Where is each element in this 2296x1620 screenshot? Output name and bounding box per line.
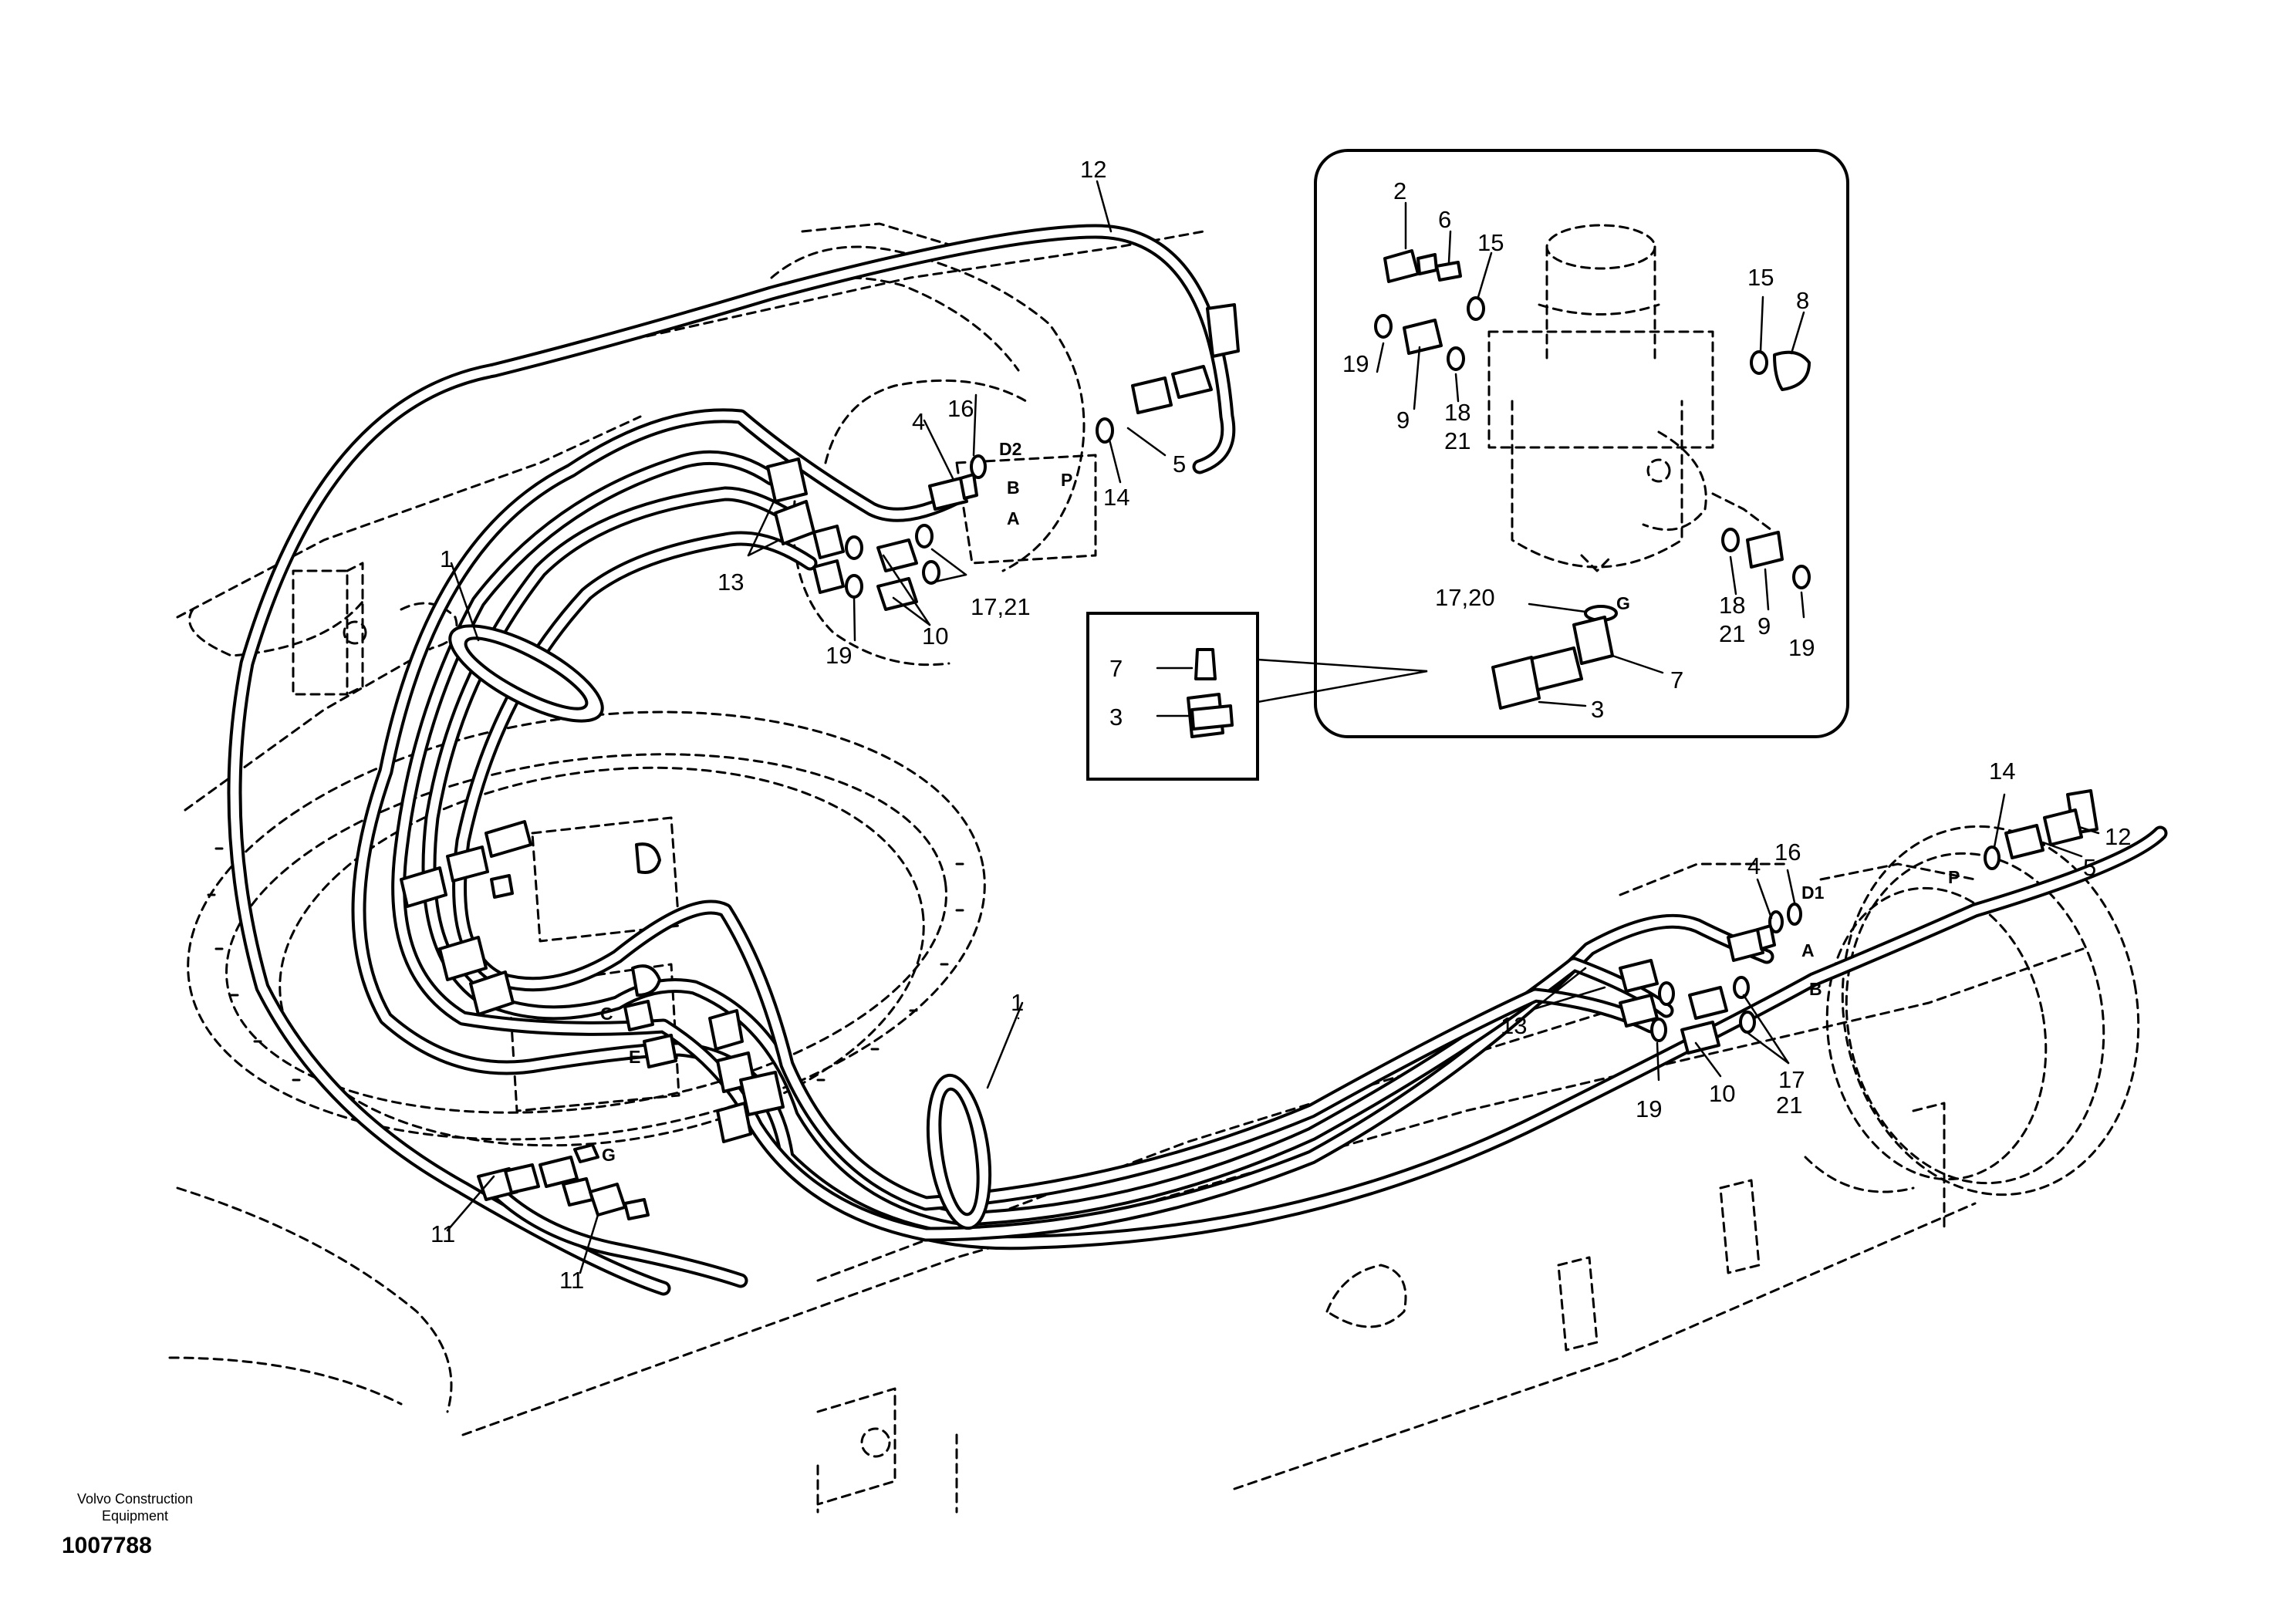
port-g-detail: G bbox=[1616, 593, 1630, 613]
callout-21-b: 21 bbox=[1719, 620, 1745, 647]
callout-16-right: 16 bbox=[1774, 839, 1801, 866]
callout-14-right: 14 bbox=[1989, 758, 2015, 785]
callout-7-detail: 7 bbox=[1670, 667, 1683, 694]
callout-9-a: 9 bbox=[1396, 407, 1410, 434]
callout-19-b: 19 bbox=[1788, 634, 1815, 661]
callout-12-top: 12 bbox=[1080, 156, 1106, 183]
callout-6: 6 bbox=[1438, 206, 1451, 233]
callout-12-right: 12 bbox=[2105, 823, 2131, 850]
callout-7-inset: 7 bbox=[1109, 655, 1123, 682]
port-b-left: B bbox=[1007, 478, 1020, 498]
callout-10-right: 10 bbox=[1709, 1080, 1735, 1107]
callout-2: 2 bbox=[1393, 177, 1406, 204]
document-number: 1007788 bbox=[62, 1533, 152, 1558]
callout-13-right: 13 bbox=[1501, 1012, 1527, 1039]
callout-17-20: 17,20 bbox=[1435, 584, 1495, 611]
callout-17-21-left: 17,21 bbox=[971, 593, 1031, 620]
publisher-line-1: Volvo Construction bbox=[76, 1491, 194, 1507]
hose-bundle bbox=[227, 224, 2168, 1296]
port-d1: D1 bbox=[1801, 883, 1825, 903]
callout-15-b: 15 bbox=[1747, 264, 1774, 291]
port-labels: D2 B P A D1 P A B C E G G bbox=[600, 439, 1960, 1165]
callout-21-a: 21 bbox=[1444, 427, 1470, 454]
publisher-line-2: Equipment bbox=[101, 1508, 169, 1524]
port-d2: D2 bbox=[999, 439, 1021, 459]
callout-19-right: 19 bbox=[1636, 1095, 1662, 1122]
callout-19-left: 19 bbox=[826, 642, 852, 669]
callout-21-right: 21 bbox=[1776, 1092, 1802, 1119]
callout-19-a: 19 bbox=[1342, 350, 1369, 377]
callout-18-a: 18 bbox=[1444, 399, 1470, 426]
callout-1-left: 1 bbox=[440, 545, 453, 572]
callout-13-left: 13 bbox=[718, 569, 744, 596]
leader-lines bbox=[446, 180, 2100, 1274]
callout-4-left: 4 bbox=[912, 408, 925, 435]
port-g-center: G bbox=[602, 1145, 616, 1165]
callout-8: 8 bbox=[1796, 287, 1809, 314]
callout-17-right: 17 bbox=[1778, 1066, 1805, 1093]
callout-3-inset: 3 bbox=[1109, 704, 1123, 731]
publisher-name: Volvo Construction Equipment bbox=[31, 1490, 239, 1524]
callout-9-b: 9 bbox=[1757, 613, 1771, 640]
callout-14-left: 14 bbox=[1103, 484, 1129, 511]
callout-5-left: 5 bbox=[1173, 451, 1186, 478]
callout-11-b: 11 bbox=[559, 1267, 584, 1294]
port-e-center: E bbox=[629, 1047, 640, 1067]
port-b-right: B bbox=[1809, 979, 1822, 999]
port-p-left: P bbox=[1061, 470, 1072, 490]
callout-labels: 12 16 4 5 14 13 17,21 10 19 1 1 11 11 13… bbox=[430, 156, 2131, 1294]
callout-10-left: 10 bbox=[922, 623, 948, 650]
detail-inset bbox=[1314, 149, 1849, 738]
callout-16-left: 16 bbox=[947, 395, 974, 422]
machine-outline bbox=[168, 222, 2140, 1514]
port-c-center: C bbox=[600, 1004, 613, 1024]
callout-18-b: 18 bbox=[1719, 592, 1745, 619]
fitting-key-inset bbox=[1086, 612, 1428, 781]
port-a-right: A bbox=[1801, 940, 1815, 960]
callout-1-right: 1 bbox=[1011, 989, 1024, 1016]
port-p-right: P bbox=[1948, 867, 1960, 887]
callout-4-right: 4 bbox=[1747, 852, 1761, 879]
callout-3-detail: 3 bbox=[1591, 696, 1604, 723]
callout-15-a: 15 bbox=[1477, 229, 1504, 256]
callout-11-a: 11 bbox=[430, 1220, 455, 1247]
callout-5-right: 5 bbox=[2083, 854, 2096, 881]
port-a-left: A bbox=[1007, 508, 1020, 528]
